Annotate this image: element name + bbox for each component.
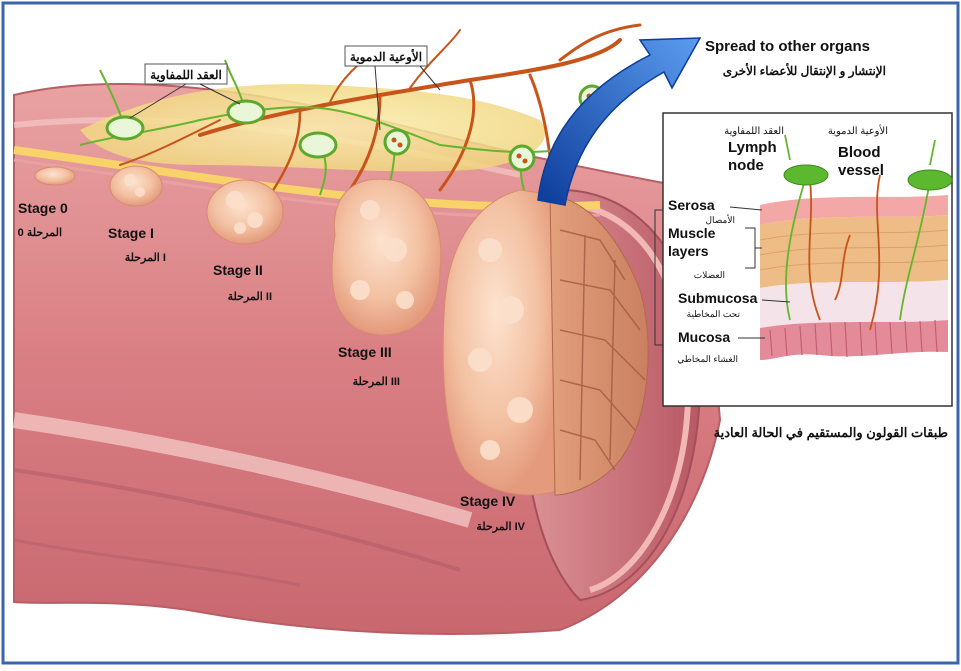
submucosa-label-ar: تحت المخاطية xyxy=(687,309,741,319)
inset-caption: طبقات القولون والمستقيم في الحالة العادي… xyxy=(714,425,948,441)
layers-inset: العقد اللمفاوية Lymph node الأوعية الدمو… xyxy=(655,113,952,406)
spread-label-ar: الإنتشار و الإنتقال للأعضاء الأخرى xyxy=(723,63,886,79)
submucosa-label: Submucosa xyxy=(678,290,758,306)
inset-submucosa xyxy=(760,280,948,328)
muscle-label-2: layers xyxy=(668,243,709,259)
stage-4-label-ar: المرحلة IV xyxy=(476,521,525,533)
lymph-nodes-label-text: العقد اللمفاوية xyxy=(150,68,222,83)
tumor-stage-1 xyxy=(110,166,162,206)
serosa-label-ar: الأمصال xyxy=(705,214,735,225)
stage-3-label-ar: المرحلة III xyxy=(353,376,400,388)
inset-blood-ar: الأوعية الدموية xyxy=(828,125,888,137)
inset-lymph-node xyxy=(784,165,828,185)
stage-2-label-ar: المرحلة II xyxy=(228,291,272,303)
inset-lymph-ar: العقد اللمفاوية xyxy=(724,126,784,137)
blood-vessels-label-text: الأوعية الدموية xyxy=(350,49,422,65)
inset-blood-en-2: vessel xyxy=(838,162,884,179)
muscle-label-ar: العضلات xyxy=(694,270,725,280)
tumor-stage-0 xyxy=(35,167,75,185)
stage-3-label: Stage III xyxy=(338,344,392,360)
stage-0-label: Stage 0 xyxy=(18,200,68,216)
mucosa-label-ar: الغشاء المخاطي xyxy=(677,354,738,364)
lymph-node xyxy=(300,133,336,157)
tumor-stage-2 xyxy=(207,180,283,244)
stage-2-label: Stage II xyxy=(213,262,263,278)
muscle-label: Muscle xyxy=(668,225,716,241)
stage-1-label: Stage I xyxy=(108,225,154,241)
lymph-node-infected xyxy=(385,130,409,154)
inset-lymph-en: Lymph xyxy=(728,139,777,156)
stage-1-label-ar: المرحلة I xyxy=(125,252,166,264)
inset-blood-en: Blood xyxy=(838,144,881,161)
lymph-node-infected xyxy=(510,146,534,170)
lymph-node xyxy=(228,101,264,123)
stage-0-label-ar: المرحلة 0 xyxy=(18,227,62,239)
stage-4-label: Stage IV xyxy=(460,493,516,509)
lymph-node xyxy=(107,117,143,139)
spread-label-en: Spread to other organs xyxy=(705,38,870,55)
inset-lymph-en-2: node xyxy=(728,157,764,174)
inset-lymph-node xyxy=(908,170,952,190)
mucosa-label: Mucosa xyxy=(678,329,730,345)
serosa-label: Serosa xyxy=(668,197,715,213)
